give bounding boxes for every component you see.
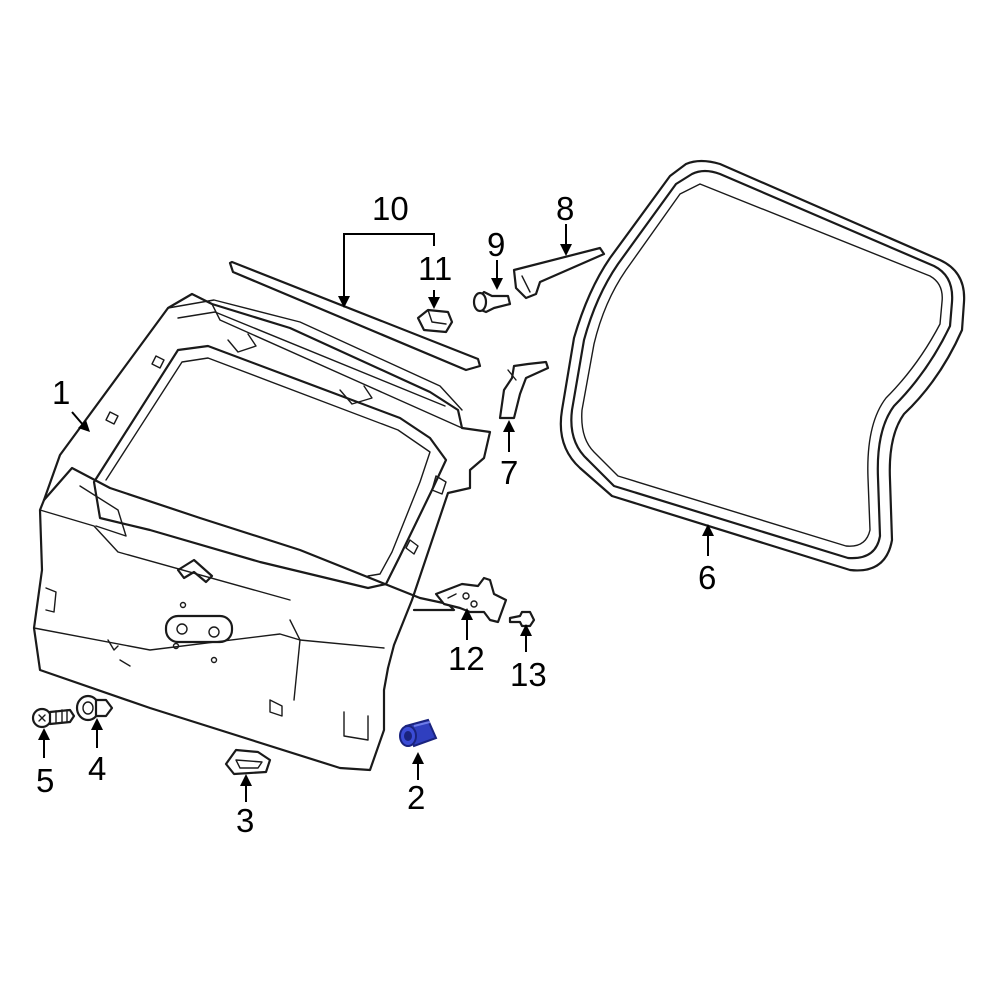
leader-lines (38, 224, 714, 802)
trim-piece[interactable] (512, 246, 606, 300)
callout-9: 9 (487, 226, 505, 263)
clip-part[interactable] (416, 308, 454, 334)
callout-10: 10 (372, 190, 409, 227)
screw-part[interactable] (31, 707, 76, 729)
bracket-part[interactable] (498, 360, 550, 420)
callout-3: 3 (236, 802, 254, 839)
callout-4: 4 (88, 750, 106, 787)
callout-11: 11 (418, 250, 452, 287)
liftgate-panel[interactable] (32, 292, 492, 772)
callout-12: 12 (448, 640, 485, 677)
callout-6: 6 (698, 559, 716, 596)
spoiler-strip[interactable] (228, 260, 482, 372)
liftgate-bumper-highlighted[interactable] (399, 718, 438, 748)
callout-13: 13 (510, 656, 547, 693)
hinge-part[interactable] (434, 576, 508, 624)
grommet-clip[interactable] (75, 694, 114, 722)
callout-2: 2 (407, 779, 425, 816)
callout-1: 1 (52, 374, 70, 411)
license-lamp[interactable] (224, 748, 272, 776)
callout-5: 5 (36, 762, 54, 799)
callout-7: 7 (500, 454, 518, 491)
callout-labels: 1 2 3 4 5 6 7 8 9 10 11 12 13 (36, 190, 716, 839)
hinge-bolt[interactable] (508, 610, 536, 628)
callout-8: 8 (556, 190, 574, 227)
bolt-pin[interactable] (472, 290, 512, 314)
weatherstrip-seal[interactable] (559, 159, 966, 572)
